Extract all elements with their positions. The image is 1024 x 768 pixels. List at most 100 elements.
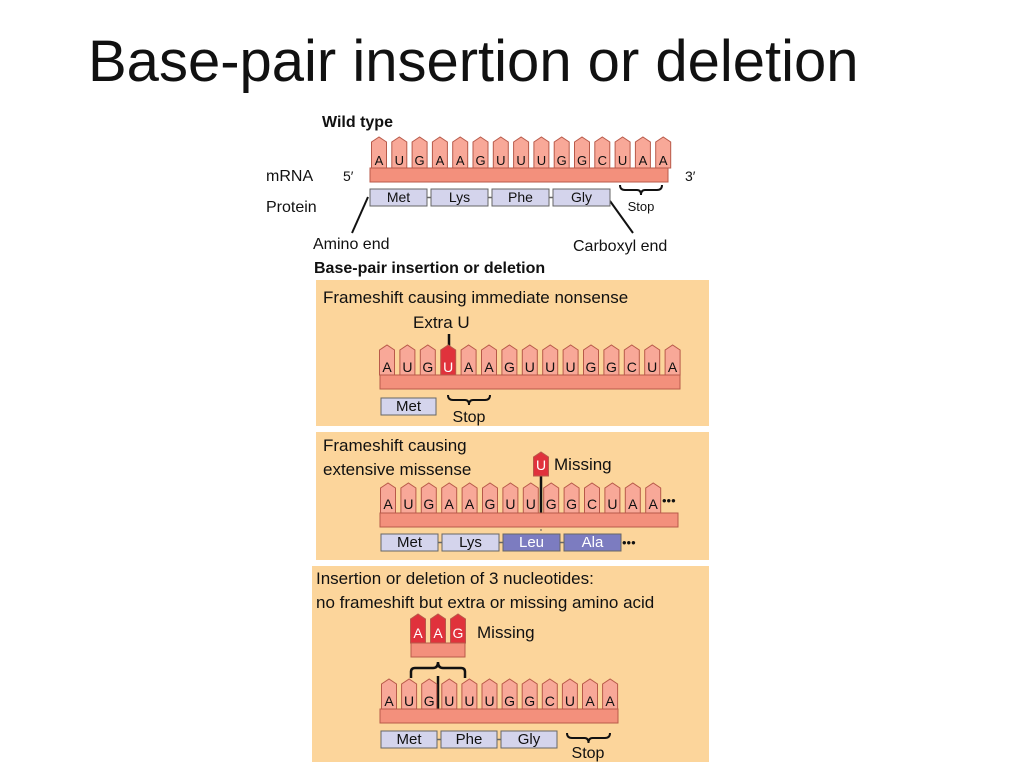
panel3-base-tooth — [421, 678, 438, 710]
panel2-base-tooth — [482, 482, 498, 514]
panel3-amino-acid-box — [500, 730, 558, 749]
panel2-base-tooth — [400, 482, 417, 514]
wild-type-base-tooth — [492, 136, 509, 169]
wild-type-base-label: G — [557, 153, 567, 168]
panel1-base-label: U — [525, 359, 535, 375]
wild-type-base-label: U — [537, 153, 546, 168]
wild-type-base-label: A — [436, 153, 445, 168]
removed-codon-label: G — [453, 625, 464, 641]
panel1-base-tooth — [460, 344, 477, 376]
wild-type-base-tooth — [371, 136, 387, 169]
removed-codon-tooth — [410, 613, 426, 644]
removed-codon-tooth — [450, 613, 466, 644]
panel3-base-label: C — [545, 693, 555, 709]
panel1-base-tooth — [379, 344, 395, 376]
panel2-amino-acid-label: Lys — [459, 534, 482, 551]
removed-codon-tooth — [430, 613, 446, 644]
panel2-base-label: U — [526, 496, 536, 512]
panel2-missing-label: Missing — [554, 455, 612, 474]
panel1-base-tooth — [603, 344, 620, 376]
panel1-amino-acid-label: Met — [396, 398, 422, 415]
wild-type-base-tooth — [574, 136, 590, 169]
panel3-base-tooth — [561, 678, 578, 710]
panel1-base-label: U — [647, 359, 657, 375]
panel2-base-label: C — [587, 496, 597, 512]
wild-type-base-tooth — [614, 136, 631, 169]
panel1-base-label: U — [566, 359, 576, 375]
panel1-title: Frameshift causing immediate nonsense — [323, 288, 628, 307]
panel2-base-label: G — [546, 496, 557, 512]
panel3-amino-acid-label: Gly — [518, 731, 541, 748]
panel1-base-tooth — [440, 344, 457, 376]
panel1-base-tooth — [481, 344, 497, 376]
wild-type-base-tooth — [452, 136, 469, 169]
panel3-base-tooth — [401, 678, 418, 710]
wild-type-base-label: U — [395, 153, 404, 168]
protein-ellipsis: ••• — [622, 535, 636, 550]
panel3-base-tooth — [381, 678, 397, 710]
panel1-base-label: A — [382, 359, 392, 375]
panel1-base-tooth — [583, 344, 599, 376]
panel1-base-tooth — [399, 344, 416, 376]
panel3-amino-acid-label: Phe — [456, 731, 483, 748]
wild-type-mrna-backbone — [369, 167, 669, 183]
panel1-base-tooth — [542, 344, 559, 376]
panel2-base-label: A — [465, 496, 475, 512]
panel3-stop-brace — [566, 732, 611, 744]
panel3-base-tooth — [521, 678, 538, 710]
panel3-base-tooth — [602, 678, 619, 710]
removed-u-label: U — [536, 457, 546, 473]
panel3-base-tooth — [441, 678, 458, 710]
panel3-amino-acid-label: Met — [396, 731, 422, 748]
wild-type-base-label: G — [415, 153, 425, 168]
amino-end-label: Amino end — [313, 236, 390, 253]
wild-type-stop-label: Stop — [628, 199, 655, 214]
panel3-stop-label: Stop — [572, 745, 605, 762]
panel2-base-tooth — [584, 482, 600, 514]
section-heading: Base-pair insertion or deletion — [314, 260, 545, 277]
panel2-title-line1: Frameshift causing — [323, 436, 467, 455]
panel1-base-label: U — [402, 359, 412, 375]
panel3-base-tooth — [501, 678, 518, 710]
panel2-base-label: A — [649, 496, 659, 512]
three-prime-label: 3′ — [685, 168, 696, 184]
wild-type-base-tooth — [533, 136, 550, 169]
panel3-base-label: U — [444, 693, 454, 709]
panel1-base-label: G — [504, 359, 515, 375]
panel2-base-tooth — [624, 482, 641, 514]
panel1-stop-brace — [447, 394, 491, 406]
panel2-base-label: U — [607, 496, 617, 512]
wild-type-base-label: A — [659, 153, 668, 168]
panel1-base-label: U — [545, 359, 555, 375]
panel3-missing-label: Missing — [477, 623, 535, 642]
panel1-base-tooth — [664, 344, 681, 376]
panel1-base-tooth — [562, 344, 579, 376]
wild-type-base-label: U — [496, 153, 505, 168]
panel1-base-label: C — [627, 359, 637, 375]
mrna-ellipsis: ••• — [662, 493, 676, 508]
wild-type-base-label: A — [375, 153, 384, 168]
panel1-base-tooth — [644, 344, 661, 376]
amino-end-pointer — [351, 196, 369, 234]
panel3-base-tooth — [582, 678, 598, 710]
wild-type-heading: Wild type — [322, 114, 393, 131]
wild-type-amino-acid-label: Phe — [508, 189, 533, 205]
wild-type-amino-acid-label: Met — [387, 189, 410, 205]
wild-type-base-tooth — [411, 136, 428, 169]
deleted-codon-brace — [409, 661, 467, 678]
panel2-base-tooth — [543, 482, 560, 514]
removed-codon-label: A — [413, 625, 423, 641]
panel2-base-label: A — [445, 496, 455, 512]
panel3-base-label: A — [585, 693, 595, 709]
panel2-amino-acid-label: Ala — [582, 534, 604, 551]
panel1-base-label: U — [443, 359, 453, 375]
panel2-amino-acid-label: Leu — [519, 534, 544, 551]
panel2-amino-acid-box — [563, 533, 622, 552]
panel3-base-label: A — [384, 693, 394, 709]
wild-type-base-tooth — [431, 136, 448, 169]
extra-u-label: Extra U — [413, 313, 470, 332]
panel1-base-label: G — [422, 359, 433, 375]
wild-type-base-label: U — [618, 153, 627, 168]
wild-type-base-tooth — [594, 136, 611, 169]
